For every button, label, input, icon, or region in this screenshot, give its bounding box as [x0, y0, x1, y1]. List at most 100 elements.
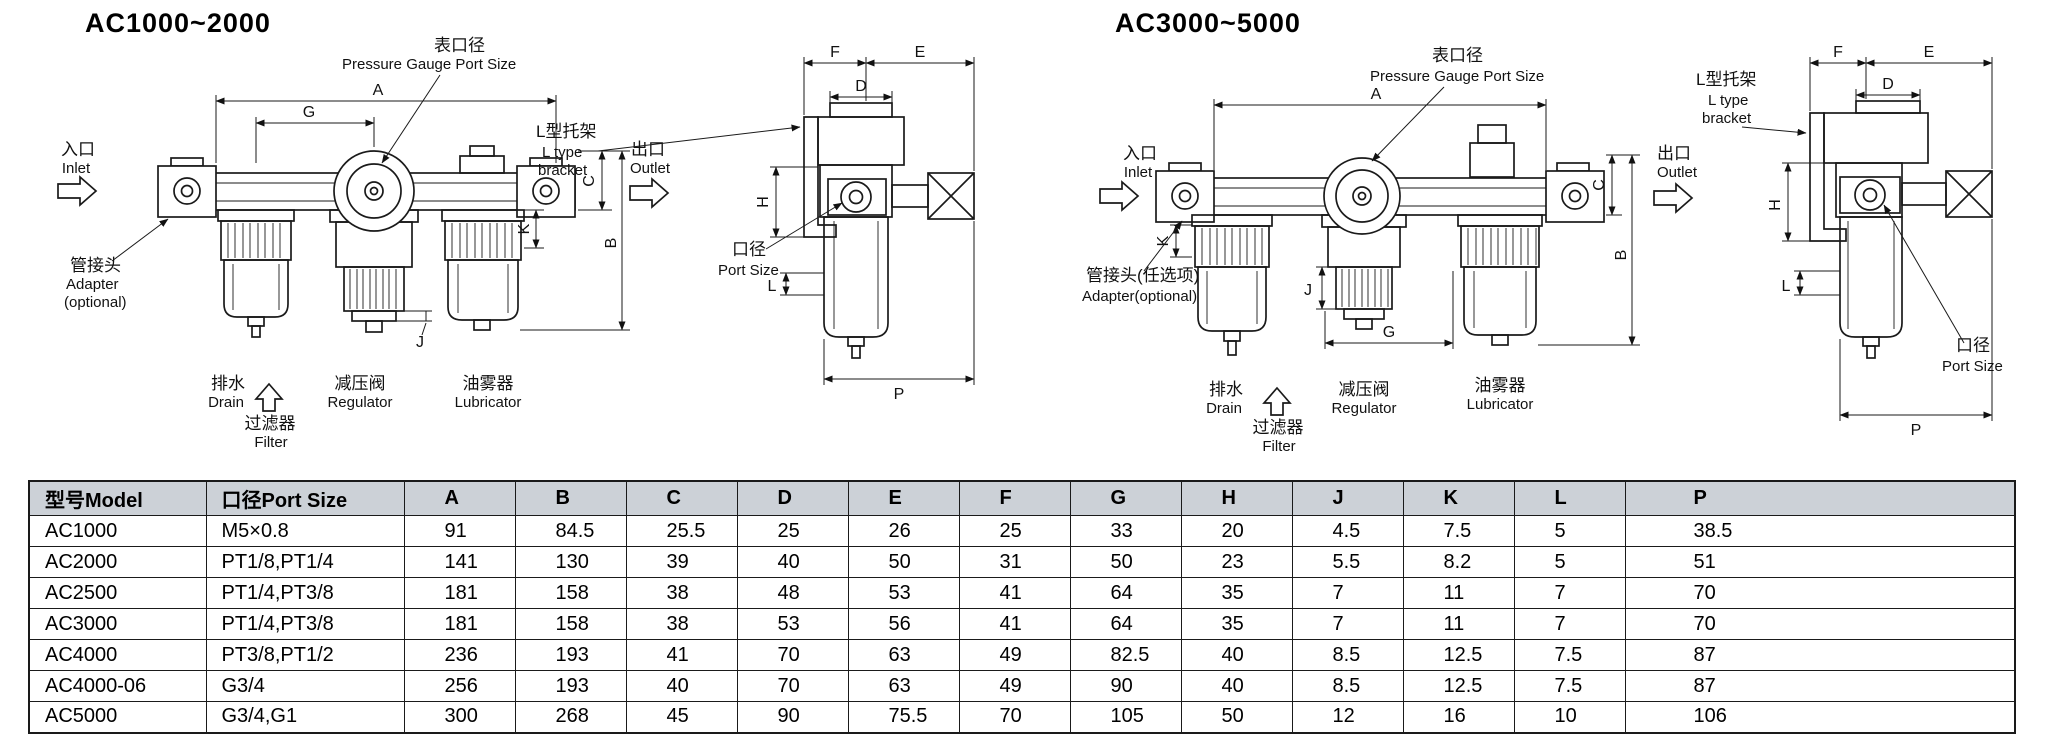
- table-cell: 268: [514, 701, 627, 733]
- table-cell: 41: [958, 608, 1071, 640]
- regulator-label-zh: 减压阀: [1339, 380, 1390, 399]
- dim-label-f: F: [1833, 44, 1843, 61]
- table-cell: 53: [847, 577, 960, 609]
- label-outlet: 出口 Outlet: [1653, 144, 1698, 214]
- table-cell: 130: [514, 546, 627, 578]
- dim-label-b: B: [603, 238, 620, 249]
- table-cell: 48: [736, 577, 849, 609]
- table-cell: 50: [847, 546, 960, 578]
- regulator-unit: [1321, 157, 1407, 330]
- filter-label-zh: 过滤器: [1253, 418, 1304, 437]
- filter-up-arrow-icon: [1262, 386, 1292, 416]
- table-cell: 53: [736, 608, 849, 640]
- regulator-label-zh: 减压阀: [335, 374, 386, 393]
- inlet-arrow-icon: [1099, 180, 1140, 212]
- table-cell: 39: [625, 546, 738, 578]
- table-cell: 40: [1180, 639, 1293, 671]
- label-inlet: 入口 Inlet: [1099, 144, 1157, 212]
- table-cell: 11: [1402, 608, 1515, 640]
- table-cell: 7: [1513, 577, 1626, 609]
- table-cell: 87: [1624, 639, 2016, 671]
- table-cell: 51: [1624, 546, 2016, 578]
- table-cell: G3/4,G1: [205, 701, 405, 733]
- adapter-label-zh: 管接头(任选项): [1086, 266, 1199, 285]
- table-cell: 7: [1291, 577, 1404, 609]
- table-cell: 7: [1291, 608, 1404, 640]
- outlet-label-zh: 出口: [1657, 144, 1691, 163]
- bracket-label-en2: bracket: [538, 162, 588, 179]
- dim-label-p: P: [1911, 422, 1922, 439]
- dim-p: P: [823, 221, 975, 403]
- table-cell: 82.5: [1069, 639, 1182, 671]
- table-cell: 25: [958, 515, 1071, 547]
- dim-label-l: L: [1782, 278, 1791, 295]
- filter-unit: [1191, 214, 1273, 356]
- table-cell: 45: [625, 701, 738, 733]
- column-header: G: [1069, 480, 1182, 516]
- label-lubricator: 油雾器 Lubricator: [455, 374, 522, 411]
- dim-label-a: A: [1371, 86, 1382, 103]
- dim-label-g: G: [1383, 324, 1395, 341]
- table-cell: 5: [1513, 515, 1626, 547]
- label-regulator: 减压阀 Regulator: [327, 374, 392, 411]
- table-cell: 41: [625, 639, 738, 671]
- table-cell: M5×0.8: [205, 515, 405, 547]
- side-view-body: [1809, 100, 1993, 359]
- gauge-port-label-en: Pressure Gauge Port Size: [1370, 68, 1544, 85]
- drain-label-zh: 排水: [211, 374, 245, 393]
- table-cell: 300: [403, 701, 516, 733]
- table-cell: AC2500: [28, 577, 207, 609]
- dim-g: G: [1324, 271, 1454, 349]
- lubricator-label-en: Lubricator: [455, 394, 522, 411]
- filter-unit: [217, 209, 295, 338]
- table-cell: 158: [514, 577, 627, 609]
- column-header: 型号Model: [28, 480, 207, 516]
- label-filter: 过滤器 Filter: [245, 382, 296, 451]
- table-cell: 70: [1624, 577, 2016, 609]
- dim-b: B: [1538, 154, 1640, 346]
- table-cell: AC5000: [28, 701, 207, 733]
- table-cell: 38.5: [1624, 515, 2016, 547]
- column-header: L: [1513, 480, 1626, 516]
- table-cell: 193: [514, 670, 627, 702]
- gauge-port-label-zh: 表口径: [434, 36, 485, 55]
- bracket-label-en2: bracket: [1702, 110, 1752, 127]
- label-lubricator: 油雾器 Lubricator: [1467, 376, 1534, 413]
- table-cell: 158: [514, 608, 627, 640]
- dim-l: L: [1782, 270, 1840, 296]
- dim-label-c: C: [1591, 179, 1608, 191]
- table-cell: 7.5: [1402, 515, 1515, 547]
- table-cell: 106: [1624, 701, 2016, 733]
- lubricator-label-en: Lubricator: [1467, 396, 1534, 413]
- table-cell: 5: [1513, 546, 1626, 578]
- table-cell: 8.2: [1402, 546, 1515, 578]
- adapter-label-en: Adapter(optional): [1082, 288, 1197, 305]
- table-cell: 8.5: [1291, 670, 1404, 702]
- table-cell: 75.5: [847, 701, 960, 733]
- table-cell: 56: [847, 608, 960, 640]
- section-title-ac3000-5000: AC3000~5000: [1115, 8, 1301, 38]
- inlet-label-en: Inlet: [1124, 164, 1153, 181]
- dim-e: E: [865, 44, 975, 171]
- table-cell: 49: [958, 639, 1071, 671]
- filter-label-en: Filter: [1262, 438, 1295, 455]
- table-cell: 64: [1069, 577, 1182, 609]
- dim-label-d: D: [855, 78, 867, 95]
- table-cell: 7: [1513, 608, 1626, 640]
- dim-label-h: H: [755, 196, 772, 208]
- table-cell: 50: [1180, 701, 1293, 733]
- dim-label-e: E: [1924, 44, 1935, 61]
- column-header: H: [1180, 480, 1293, 516]
- table-cell: 35: [1180, 608, 1293, 640]
- bracket-label-en1: L type: [542, 144, 582, 161]
- label-bracket: L型托架 L type bracket: [536, 122, 801, 179]
- table-cell: 12.5: [1402, 670, 1515, 702]
- dim-label-d: D: [1882, 76, 1894, 93]
- dim-label-j: J: [1304, 282, 1312, 299]
